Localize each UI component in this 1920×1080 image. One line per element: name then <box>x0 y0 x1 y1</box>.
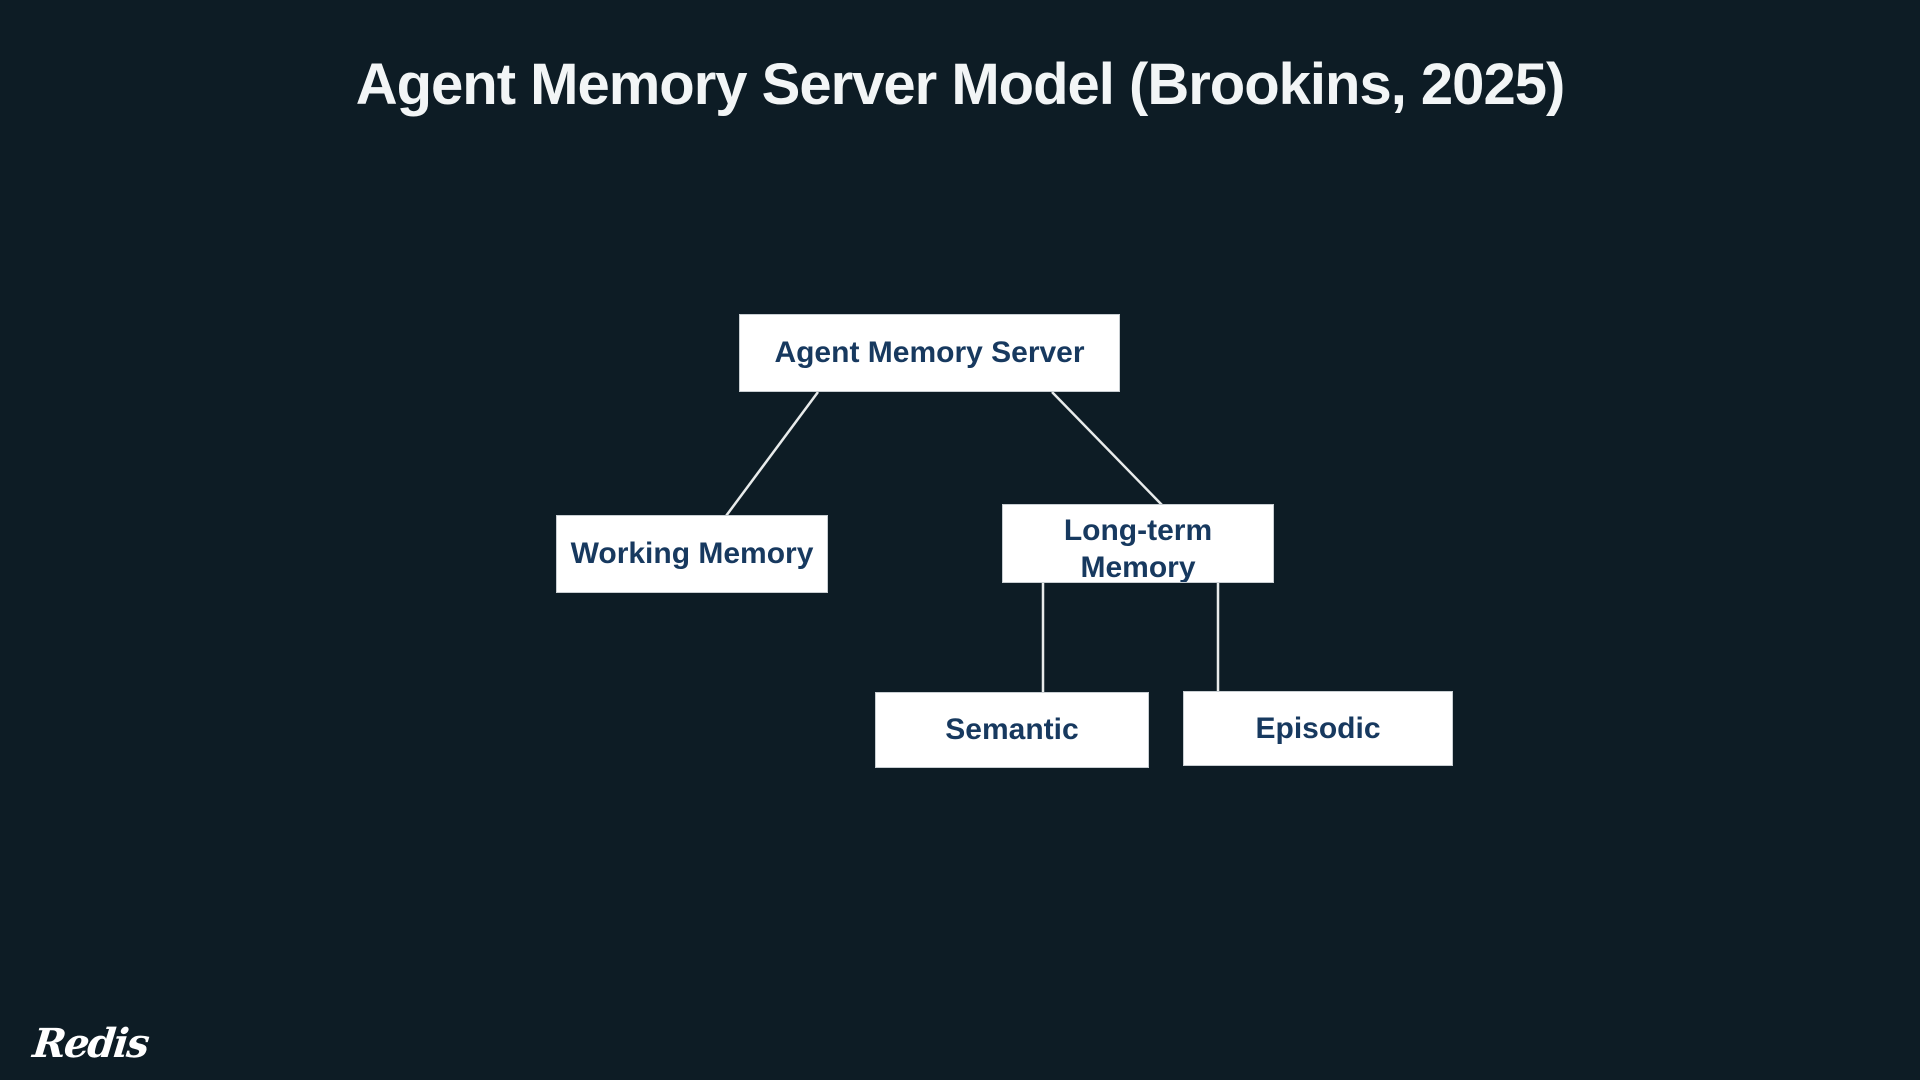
node-working-memory: Working Memory <box>556 515 828 593</box>
node-working-memory-label: Working Memory <box>570 537 814 570</box>
slide-title: Agent Memory Server Model (Brookins, 202… <box>355 52 1566 117</box>
node-agent-memory-server: Agent Memory Server <box>739 314 1120 392</box>
node-semantic-label: Semantic <box>945 713 1079 746</box>
node-long-term-memory-label-line2: Memory <box>1080 551 1196 583</box>
node-semantic: Semantic <box>875 692 1149 768</box>
node-episodic-label: Episodic <box>1255 711 1381 745</box>
node-agent-memory-server-label: Agent Memory Server <box>774 336 1085 369</box>
node-long-term-memory-label-line1: Long-term <box>1063 514 1213 547</box>
edge-root-to-long-term-memory <box>1051 391 1163 506</box>
redis-logo: Redis <box>30 1020 150 1067</box>
node-long-term-memory: Long-term Memory <box>1002 504 1274 583</box>
edge-root-to-working-memory <box>724 391 820 517</box>
node-episodic: Episodic <box>1183 691 1453 766</box>
